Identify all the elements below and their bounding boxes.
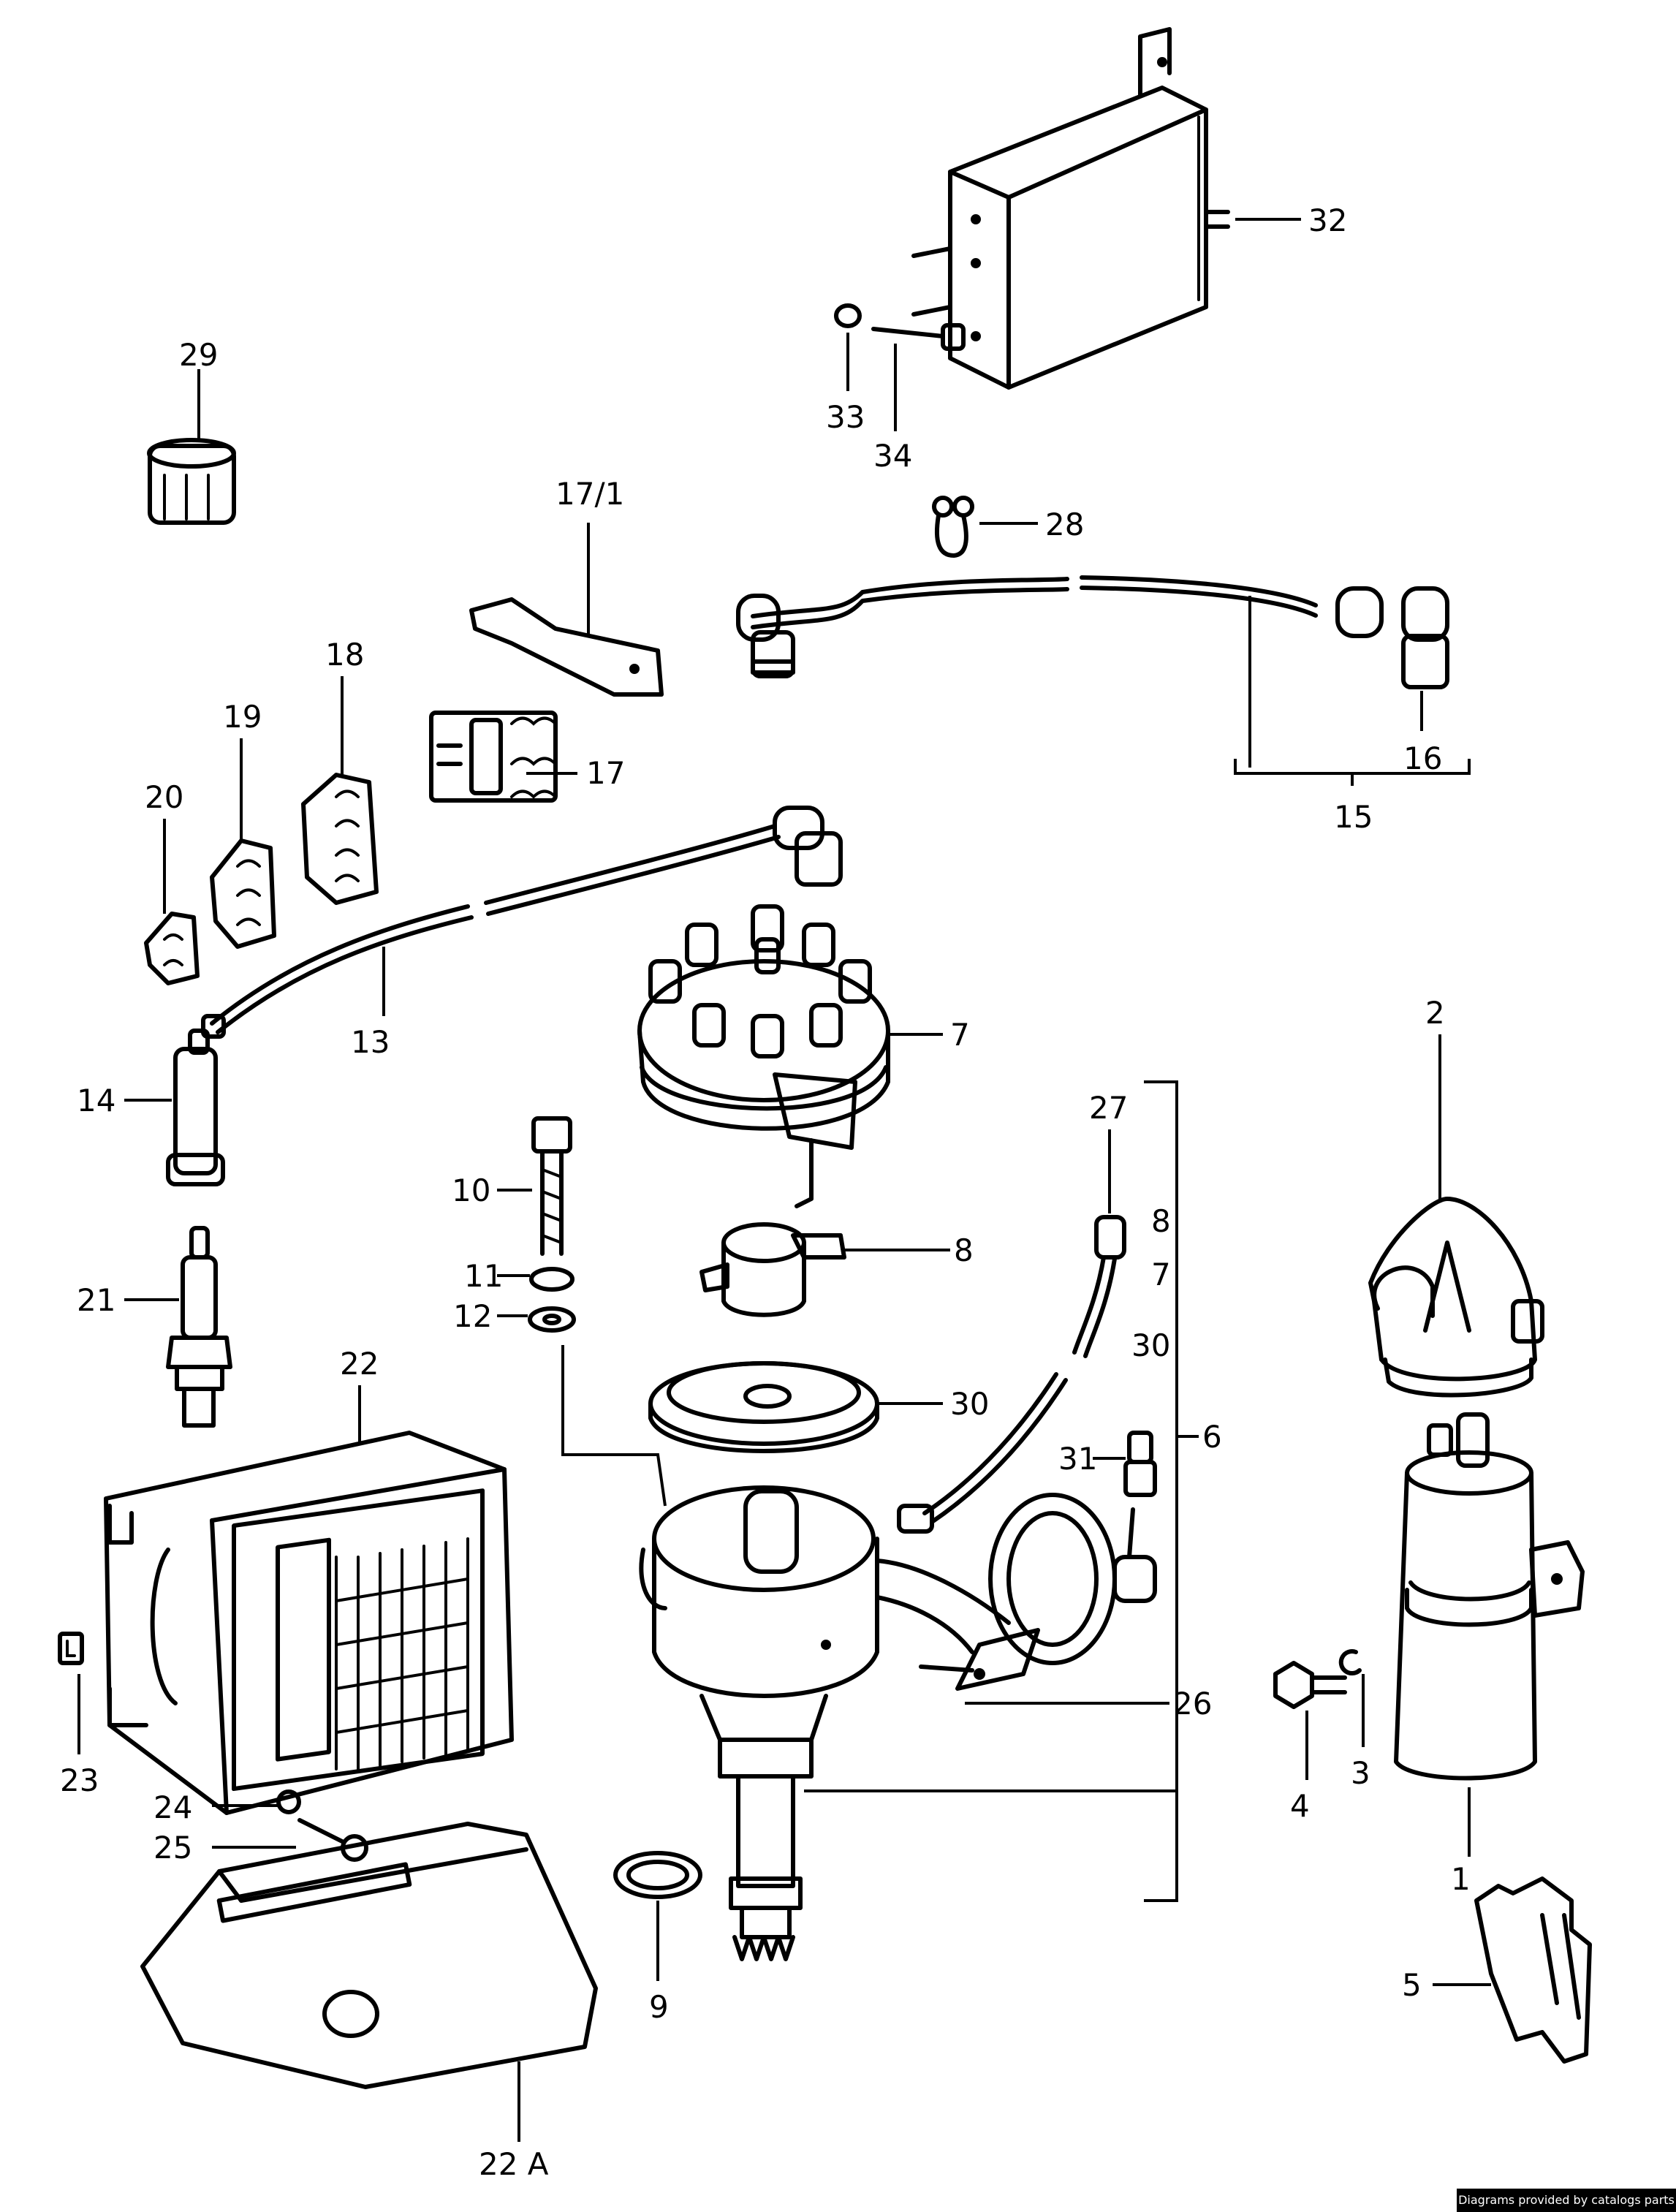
label-27: 27 bbox=[1089, 1090, 1128, 1126]
gasket-9 bbox=[613, 1851, 702, 1981]
spark-plug-21 bbox=[124, 1226, 232, 1428]
coil-cap-2 bbox=[1368, 1034, 1544, 1398]
clip-23 bbox=[58, 1632, 84, 1754]
label-15: 15 bbox=[1334, 799, 1373, 835]
label-19: 19 bbox=[223, 699, 262, 735]
bracket-17-1 bbox=[469, 523, 664, 697]
label-7: 7 bbox=[950, 1017, 970, 1053]
washer-33 bbox=[834, 303, 862, 391]
label-18: 18 bbox=[325, 637, 364, 673]
label-12: 12 bbox=[453, 1298, 492, 1334]
control-unit-32 bbox=[911, 27, 1301, 390]
spark-plug-lead-13 bbox=[201, 806, 843, 1039]
dust-cover-30 bbox=[648, 1361, 943, 1453]
label-5: 5 bbox=[1402, 1967, 1422, 2003]
label-17: 17 bbox=[586, 755, 625, 791]
label-30: 30 bbox=[950, 1386, 989, 1422]
label-22a: 22 A bbox=[479, 2146, 549, 2182]
label-11: 11 bbox=[464, 1258, 503, 1294]
washer-3 bbox=[1338, 1649, 1365, 1747]
rotor-8 bbox=[699, 1222, 950, 1317]
distributor-cap-7 bbox=[637, 904, 943, 1208]
label-13: 13 bbox=[351, 1024, 390, 1060]
lead-holder-18 bbox=[301, 676, 379, 905]
label-14: 14 bbox=[77, 1083, 115, 1118]
label-7b: 7 bbox=[1151, 1257, 1171, 1292]
cable-tie-28 bbox=[932, 496, 1038, 558]
label-8: 8 bbox=[954, 1232, 974, 1268]
ignition-switch-29 bbox=[147, 369, 236, 525]
label-16: 16 bbox=[1403, 741, 1442, 776]
screw-25 bbox=[212, 1818, 368, 1862]
connector-31 bbox=[1093, 1431, 1157, 1497]
ignition-control-unit-22 bbox=[104, 1385, 514, 1815]
label-6: 6 bbox=[1202, 1419, 1222, 1455]
label-8b: 8 bbox=[1151, 1203, 1171, 1239]
label-23: 23 bbox=[60, 1762, 99, 1798]
screw-34 bbox=[871, 323, 966, 431]
washer-12 bbox=[497, 1306, 576, 1333]
label-22: 22 bbox=[340, 1346, 379, 1382]
label-24: 24 bbox=[153, 1789, 192, 1825]
label-4: 4 bbox=[1290, 1788, 1310, 1824]
label-29: 29 bbox=[179, 337, 218, 373]
bolt-4 bbox=[1273, 1661, 1347, 1780]
label-1: 1 bbox=[1451, 1861, 1471, 1897]
lock-washer-11 bbox=[497, 1267, 575, 1292]
vacuum-hose-27 bbox=[897, 1129, 1126, 1534]
label-3: 3 bbox=[1351, 1755, 1370, 1791]
label-34: 34 bbox=[873, 438, 912, 474]
label-30b: 30 bbox=[1131, 1327, 1170, 1363]
label-9: 9 bbox=[649, 1989, 669, 2025]
lead-holder-20 bbox=[144, 819, 200, 985]
credit-banner: Diagrams provided by catalogs parts bbox=[1457, 2189, 1676, 2212]
label-31: 31 bbox=[1058, 1441, 1097, 1477]
label-2: 2 bbox=[1425, 995, 1445, 1031]
ignition-coil-1 bbox=[1394, 1412, 1585, 1857]
lead-holder-19 bbox=[210, 738, 276, 949]
label-10: 10 bbox=[452, 1173, 490, 1208]
label-32: 32 bbox=[1308, 202, 1347, 238]
label-25: 25 bbox=[153, 1830, 192, 1866]
lead-holder-17 bbox=[429, 711, 577, 803]
label-20: 20 bbox=[145, 779, 183, 815]
distributor-6 bbox=[561, 1080, 1199, 1961]
label-33: 33 bbox=[826, 399, 865, 435]
label-26: 26 bbox=[1173, 1686, 1212, 1722]
label-21: 21 bbox=[77, 1282, 115, 1318]
bolt-10 bbox=[497, 1116, 572, 1256]
ignition-lead-15 bbox=[736, 575, 1471, 786]
cover-22a bbox=[140, 1822, 598, 2142]
label-28: 28 bbox=[1045, 507, 1084, 542]
connector-5 bbox=[1433, 1876, 1592, 2064]
plug-connector-14 bbox=[124, 1029, 225, 1186]
label-17-1: 17/1 bbox=[555, 476, 624, 512]
washer-24 bbox=[212, 1789, 301, 1814]
